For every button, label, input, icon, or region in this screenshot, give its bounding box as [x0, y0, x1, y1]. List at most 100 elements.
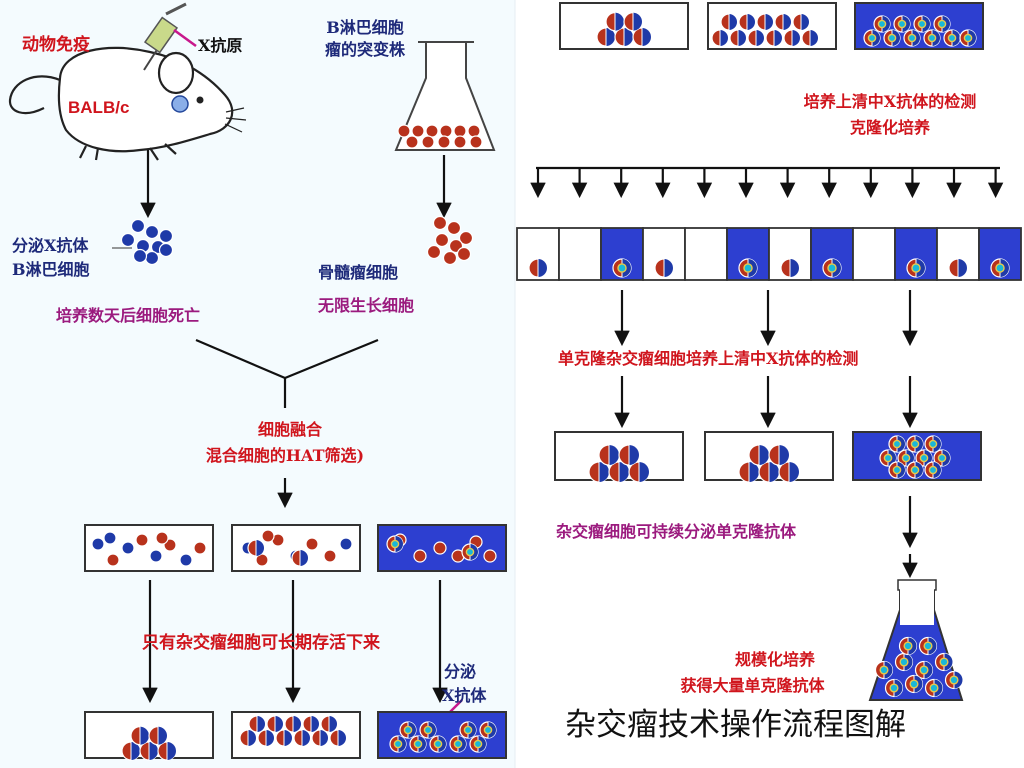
hybridoma-cell-icon: [959, 29, 977, 47]
hybridoma-cell-icon: [903, 29, 921, 47]
cell-icon: [467, 124, 481, 138]
cell-icon: [158, 242, 174, 258]
die-after-days-label: 培养数天后细胞死亡: [56, 306, 201, 325]
cell-icon: [432, 215, 448, 231]
hybridoma-cell-icon: [906, 461, 924, 479]
cell-icon: [121, 541, 135, 555]
hybridoma-cell-icon: [239, 729, 257, 747]
hybridoma-cell-icon: [894, 652, 914, 672]
hybridoma-cell-icon: [888, 461, 906, 479]
hybridoma-cell-icon: [720, 13, 738, 31]
secrete-b-label-line1: 分泌X抗体: [12, 236, 89, 255]
hybridoma-cell-icon: [924, 435, 942, 453]
cell-icon: [339, 537, 353, 551]
hybridoma-cell-icon: [884, 678, 904, 698]
culture-well-icon: [684, 227, 728, 281]
b-mutant-label-line1: B淋巴细胞: [326, 18, 404, 37]
hybridoma-cell-icon: [329, 729, 347, 747]
hybridoma-cell-icon: [873, 15, 891, 33]
hybridoma-cell-icon: [918, 636, 938, 656]
hybridoma-cell-icon: [923, 29, 941, 47]
cell-icon: [469, 135, 483, 149]
hybridoma-cell-icon: [632, 27, 652, 47]
cell-icon: [411, 124, 425, 138]
monoclonal-detect-label: 单克隆杂交瘤细胞培养上清中X抗体的检测: [558, 349, 859, 368]
cell-icon: [397, 124, 411, 138]
cell-icon: [442, 250, 458, 266]
hybridoma-cell-icon: [914, 660, 934, 680]
hybridoma-cell-icon: [879, 449, 897, 467]
fusion-label-line1: 细胞融合: [257, 420, 322, 439]
hybridoma-cell-icon: [461, 543, 479, 561]
hybridoma-cell-icon: [822, 258, 842, 278]
hybridoma-cell-icon: [612, 258, 632, 278]
hybridoma-cell-icon: [293, 729, 311, 747]
hybridoma-cell-icon: [924, 461, 942, 479]
cell-icon: [426, 244, 442, 260]
hybridoma-cell-icon: [774, 13, 792, 31]
hybridoma-cell-icon: [792, 13, 810, 31]
hybridoma-cell-icon: [765, 29, 783, 47]
hybridoma-cell-icon: [469, 735, 487, 753]
hybridoma-cell-icon: [906, 258, 926, 278]
hybridoma-cell-icon: [729, 29, 747, 47]
hybridoma-cell-icon: [614, 27, 634, 47]
cell-icon: [446, 220, 462, 236]
continuous-secrete-label: 杂交瘤细胞可持续分泌单克隆抗体: [556, 522, 797, 541]
hybridoma-cell-icon: [275, 729, 293, 747]
hybridoma-cell-icon: [780, 258, 800, 278]
supernatant-detect-label-line2: 克隆化培养: [849, 118, 930, 137]
mouse-strain-label: BALB/c: [68, 98, 130, 117]
cell-icon: [433, 541, 447, 555]
hybridoma-cell-icon: [711, 29, 729, 47]
hybridoma-cell-icon: [608, 461, 630, 483]
hybridoma-cell-icon: [409, 735, 427, 753]
hybridoma-cell-icon: [778, 461, 800, 483]
hybridoma-cell-icon: [320, 715, 338, 733]
hybridoma-cell-icon: [654, 258, 674, 278]
hybridoma-cell-icon: [898, 636, 918, 656]
hybridoma-cell-icon: [758, 461, 780, 483]
cell-icon: [453, 135, 467, 149]
hybridoma-cell-icon: [429, 735, 447, 753]
hybridoma-cell-icon: [924, 678, 944, 698]
cell-icon: [458, 230, 474, 246]
hybridoma-cell-icon: [801, 29, 819, 47]
hybridoma-cell-icon: [157, 741, 177, 761]
hybridoma-cell-icon: [598, 444, 620, 466]
cell-icon: [193, 541, 207, 555]
scale-label-line2: 获得大量单克隆抗体: [680, 676, 825, 695]
hybridoma-cell-icon: [121, 741, 141, 761]
hybridoma-cell-icon: [893, 15, 911, 33]
cell-icon: [323, 549, 337, 563]
cell-icon: [405, 135, 419, 149]
hybridoma-cell-icon: [148, 726, 168, 746]
cell-icon: [483, 549, 497, 563]
cell-icon: [103, 531, 117, 545]
cell-icon: [261, 529, 275, 543]
cell-icon: [149, 549, 163, 563]
hybridoma-cell-icon: [257, 729, 275, 747]
cell-icon: [305, 537, 319, 551]
culture-well-icon: [558, 227, 602, 281]
hybridoma-cell-icon: [943, 29, 961, 47]
secrete-b-label-line2: B淋巴细胞: [12, 260, 90, 279]
hybridoma-cell-icon: [913, 15, 931, 33]
hybridoma-cell-icon: [948, 258, 968, 278]
hybridoma-cell-icon: [291, 549, 309, 567]
cell-icon: [155, 531, 169, 545]
cell-icon: [144, 224, 160, 240]
cell-icon: [437, 135, 451, 149]
hybridoma-cell-icon: [623, 12, 643, 32]
hybridoma-cell-icon: [479, 721, 497, 739]
hybridoma-cell-icon: [883, 29, 901, 47]
cell-icon: [158, 228, 174, 244]
hybridoma-cell-icon: [888, 435, 906, 453]
hybridoma-cell-icon: [934, 652, 954, 672]
cell-icon: [120, 232, 136, 248]
hybridoma-cell-icon: [311, 729, 329, 747]
hybridoma-cell-icon: [990, 258, 1010, 278]
cell-icon: [439, 124, 453, 138]
hybridoma-cell-icon: [915, 449, 933, 467]
hybridoma-cell-icon: [944, 670, 964, 690]
